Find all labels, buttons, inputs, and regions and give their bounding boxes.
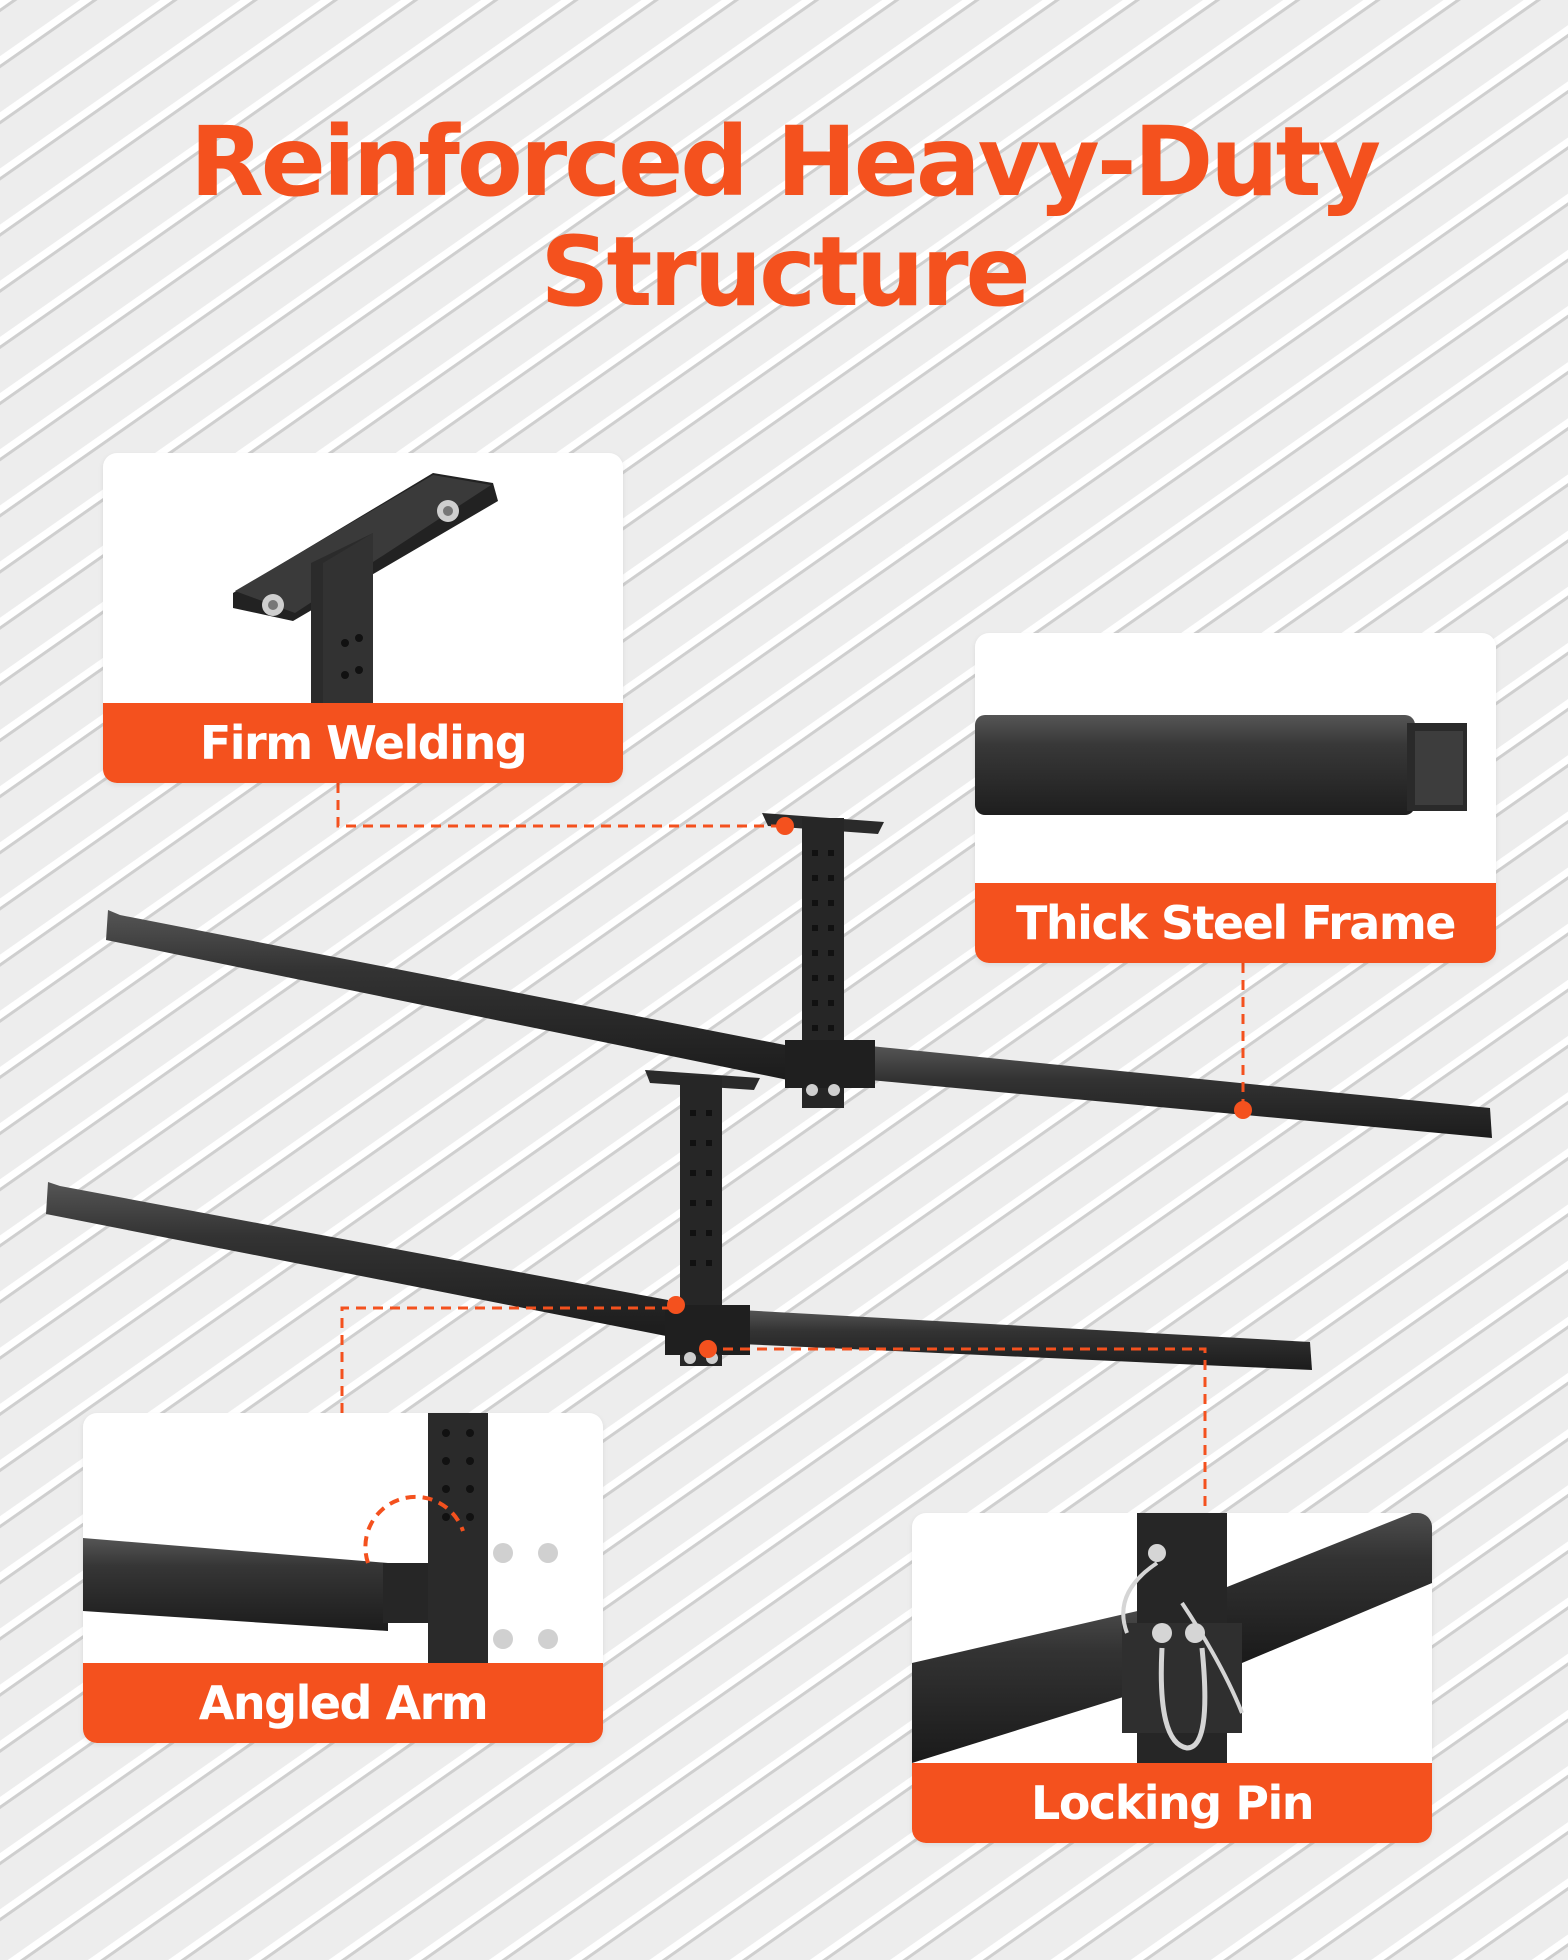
callout-dots (667, 817, 1252, 1358)
headline-line-1: Reinforced Heavy-Duty (189, 106, 1381, 218)
welding-closeup-image (233, 473, 498, 703)
feature-card-frame: Thick Steel Frame (975, 633, 1496, 963)
upper-rack (106, 813, 1492, 1138)
locking-pin-closeup-image (912, 1513, 1432, 1763)
feature-label-frame: Thick Steel Frame (975, 883, 1496, 963)
headline-line-2: Structure (540, 216, 1030, 328)
feature-label-arm: Angled Arm (83, 1663, 603, 1743)
feature-card-arm: Angled Arm (83, 1413, 603, 1743)
steel-frame-closeup-image (975, 715, 1467, 815)
callout-lines (336, 783, 1245, 1513)
feature-label-welding: Firm Welding (103, 703, 623, 783)
lower-rack (46, 1070, 1312, 1370)
feature-card-pin: Locking Pin (912, 1513, 1432, 1843)
feature-label-pin: Locking Pin (912, 1763, 1432, 1843)
feature-card-welding: Firm Welding (103, 453, 623, 783)
